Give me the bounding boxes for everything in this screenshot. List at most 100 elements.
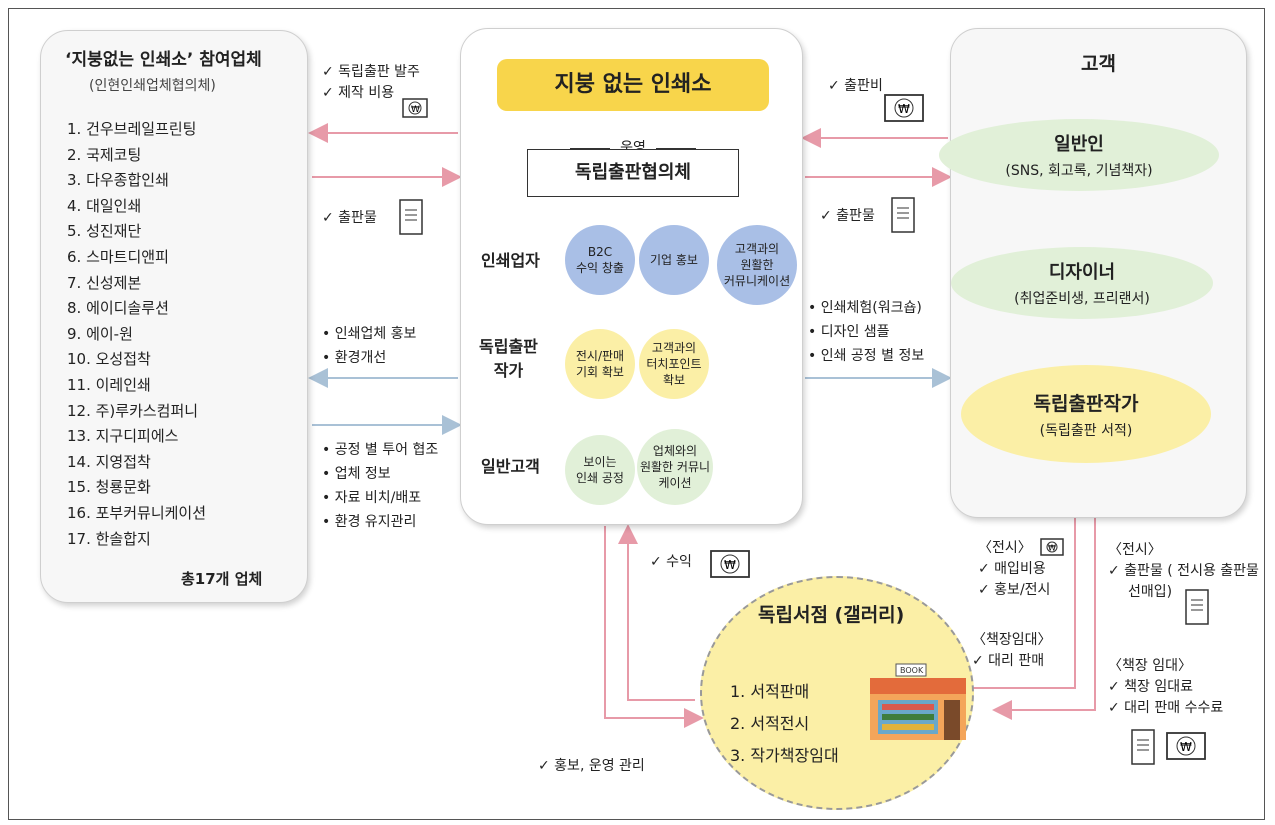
- flow-exhibit-a-title: 〈전시〉: [978, 540, 1032, 556]
- won-icon: ₩: [884, 94, 924, 122]
- benefit-b2c-revenue: B2C 수익 창출: [565, 225, 635, 295]
- company-item: 2. 국제코팅: [67, 145, 142, 164]
- bookstore-item: 1. 서적판매: [730, 682, 810, 701]
- bookstore-icon: BOOK: [870, 663, 966, 740]
- company-list: 1. 건우브레일프린팅 2. 국제코팅 3. 다우종합인쇄 4. 대일인쇄 5.…: [67, 117, 206, 552]
- won-icon: ₩: [1166, 732, 1206, 760]
- flow-printer-promo: • 인쇄업체 홍보: [322, 326, 417, 342]
- svg-text:₩: ₩: [898, 102, 910, 116]
- arrow-promo-to-bookstore: [604, 526, 704, 728]
- book-icon: [1131, 729, 1155, 765]
- row-label-customer: 일반고객: [481, 457, 540, 476]
- flow-commission: ✓ 대리 판매 수수료: [1108, 700, 1224, 716]
- group-designer-name: 디자이너: [1048, 262, 1116, 283]
- flow-rental-a: 〈책장임대〉 ✓ 대리 판매: [972, 630, 1052, 672]
- arrow-author-to-store: [992, 462, 1096, 720]
- group-general-public: 일반인 (SNS, 회고록, 기념책자): [939, 119, 1219, 191]
- won-icon: ₩: [402, 98, 428, 118]
- flow-prepurchase: 선매입): [1128, 584, 1173, 600]
- flow-materials: • 자료 비치/배포: [322, 490, 422, 506]
- group-general-public-desc: (SNS, 회고록, 기념책자): [1005, 163, 1153, 179]
- group-designer-desc: (취업준비생, 프리랜서): [1014, 291, 1150, 307]
- benefit-corporate-promo: 기업 홍보: [639, 225, 709, 295]
- flow-exhibit-b-title: 〈전시〉: [1108, 542, 1162, 558]
- group-general-public-name: 일반인: [1054, 134, 1104, 155]
- company-item: 4. 대일인쇄: [67, 196, 142, 215]
- flow-exhibit-a: 〈전시〉 ✓ 매입비용 ✓ 홍보/전시: [978, 538, 1050, 601]
- flow-design-sample: • 디자인 샘플: [808, 324, 890, 340]
- group-indie-author-desc: (독립출판 서적): [1039, 422, 1133, 439]
- company-item: 10. 오성접착: [67, 350, 151, 369]
- center-title: 지붕 없는 인쇄소: [497, 59, 769, 111]
- group-indie-author-name: 독립출판작가: [1033, 392, 1139, 415]
- flow-maintenance: • 환경 유지관리: [322, 514, 417, 530]
- diagram-frame: [8, 8, 1265, 820]
- flow-tour: • 공정 별 투어 협조: [322, 442, 439, 458]
- company-item: 9. 에이-원: [67, 324, 133, 343]
- company-item: 8. 에이디솔루션: [67, 299, 169, 318]
- bookstore-title: 독립서점 (갤러리): [758, 604, 905, 626]
- company-item: 14. 지영접착: [67, 452, 151, 471]
- company-item: 13. 지구디피에스: [67, 427, 179, 446]
- flow-environment: • 환경개선: [322, 350, 387, 366]
- benefit-touchpoint: 고객과의 터치포인트 확보: [639, 329, 709, 399]
- svg-text:₩: ₩: [724, 558, 736, 572]
- group-indie-author: 독립출판작가 (독립출판 서적): [961, 365, 1211, 463]
- bookstore-items: 1. 서적판매 2. 서적전시 3. 작가책장임대: [730, 676, 839, 772]
- benefit-customer-communication: 고객과의 원활한 커뮤니케이션: [717, 225, 797, 305]
- flow-promo-management: ✓ 홍보, 운영 관리: [538, 758, 645, 774]
- bookstore-item: 2. 서적전시: [730, 714, 810, 733]
- group-designer: 디자이너 (취업준비생, 프리랜서): [951, 247, 1213, 319]
- benefit-smooth-communication: 업체와의 원활한 커뮤니 케이션: [637, 429, 713, 505]
- company-item: 6. 스마트디앤피: [67, 247, 169, 266]
- operator-box: 독립출판협의체: [527, 149, 739, 197]
- flow-promo-exhibit: ✓ 홍보/전시: [978, 582, 1051, 598]
- row-label-author: 독립출판 작가: [479, 337, 538, 380]
- svg-text:₩: ₩: [411, 105, 420, 115]
- customer-panel: 고객 일반인 (SNS, 회고록, 기념책자) 디자이너 (취업준비생, 프리랜…: [939, 28, 1247, 518]
- company-total: 총17개 업체: [181, 570, 263, 588]
- arrow-revenue-to-center: [618, 524, 695, 701]
- flow-exhibit-b: 〈전시〉 ✓ 출판물 ( 전시용 출판물 선매입): [1108, 540, 1259, 603]
- flow-rental-a-title: 〈책장임대〉: [972, 632, 1052, 648]
- flow-rental-b: 〈책장 임대〉 ✓ 책장 임대료 ✓ 대리 판매 수수료: [1108, 656, 1223, 719]
- svg-text:₩: ₩: [1048, 544, 1056, 553]
- flow-consignment: ✓ 대리 판매: [972, 653, 1045, 669]
- flow-process-info: • 인쇄 공정 별 정보: [808, 348, 925, 364]
- flow-product-left: ✓ 출판물: [322, 210, 377, 226]
- row-label-printer: 인쇄업자: [481, 251, 540, 270]
- company-item: 11. 이레인쇄: [67, 375, 151, 394]
- printers-title: ‘지붕없는 인쇄소’ 참여업체: [65, 50, 262, 70]
- book-icon: [891, 197, 915, 233]
- bookstore-ellipse: [700, 576, 974, 810]
- company-item: 16. 포부커뮤니케이션: [67, 503, 207, 522]
- flow-tour-left: • 공정 별 투어 협조 • 업체 정보 • 자료 비치/배포 • 환경 유지관…: [322, 438, 438, 534]
- benefit-visible-process: 보이는 인쇄 공정: [565, 435, 635, 505]
- company-item: 7. 신성제본: [67, 273, 142, 292]
- flow-purchase-cost: ✓ 매입비용: [978, 561, 1046, 577]
- won-icon: ₩: [710, 550, 750, 578]
- company-item: 17. 한솔합지: [67, 529, 151, 548]
- company-item: 15. 청룡문화: [67, 478, 151, 497]
- flow-order-list: ✓ 독립출판 발주 ✓ 제작 비용: [322, 62, 420, 104]
- svg-text:BOOK: BOOK: [900, 666, 924, 675]
- printers-subtitle: (인현인쇄업체협의체): [89, 78, 216, 94]
- arrow-store-to-author: [958, 458, 1085, 689]
- customer-title: 고객: [1081, 53, 1116, 75]
- won-icon: ₩: [1040, 538, 1064, 556]
- flow-workshop: • 인쇄체험(워크숍): [808, 300, 922, 316]
- book-icon: [1185, 589, 1209, 625]
- flow-company-info: • 업체 정보: [322, 466, 391, 482]
- company-item: 1. 건우브레일프린팅: [67, 120, 197, 138]
- book-icon: [399, 199, 423, 235]
- benefit-exhibit-sales: 전시/판매 기회 확보: [565, 329, 635, 399]
- company-item: 5. 성진재단: [67, 222, 142, 241]
- flow-rental-b-title: 〈책장 임대〉: [1108, 658, 1192, 674]
- bookstore-item: 3. 작가책장임대: [730, 746, 839, 765]
- center-panel: 지붕 없는 인쇄소 운영 독립출판협의체 인쇄업자 B2C 수익 창출 기업 홍…: [460, 28, 803, 525]
- flow-workshop-right: • 인쇄체험(워크숍) • 디자인 샘플 • 인쇄 공정 별 정보: [808, 296, 924, 368]
- printers-panel: ‘지붕없는 인쇄소’ 참여업체 (인현인쇄업체협의체) 1. 건우브레일프린팅 …: [40, 30, 308, 603]
- flow-shelf-rent: ✓ 책장 임대료: [1108, 679, 1194, 695]
- svg-text:₩: ₩: [1180, 740, 1192, 754]
